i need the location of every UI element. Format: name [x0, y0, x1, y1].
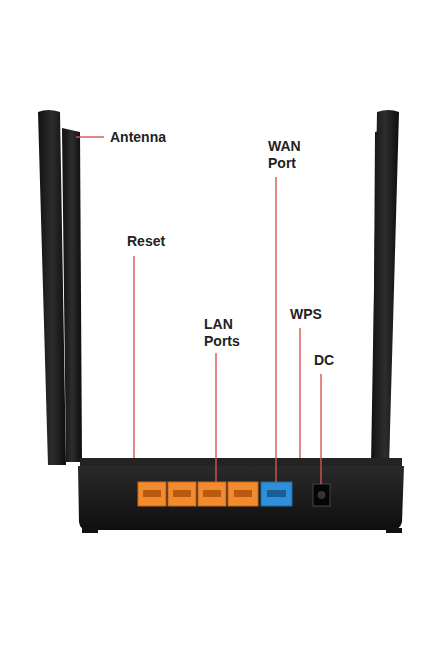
part-label: WAN Port	[268, 138, 312, 172]
part-label: DC	[314, 352, 334, 369]
part-label: WPS	[290, 306, 322, 323]
part-label: Reset	[127, 233, 165, 250]
part-label: LAN Ports	[204, 316, 254, 350]
part-label: Antenna	[110, 129, 166, 146]
